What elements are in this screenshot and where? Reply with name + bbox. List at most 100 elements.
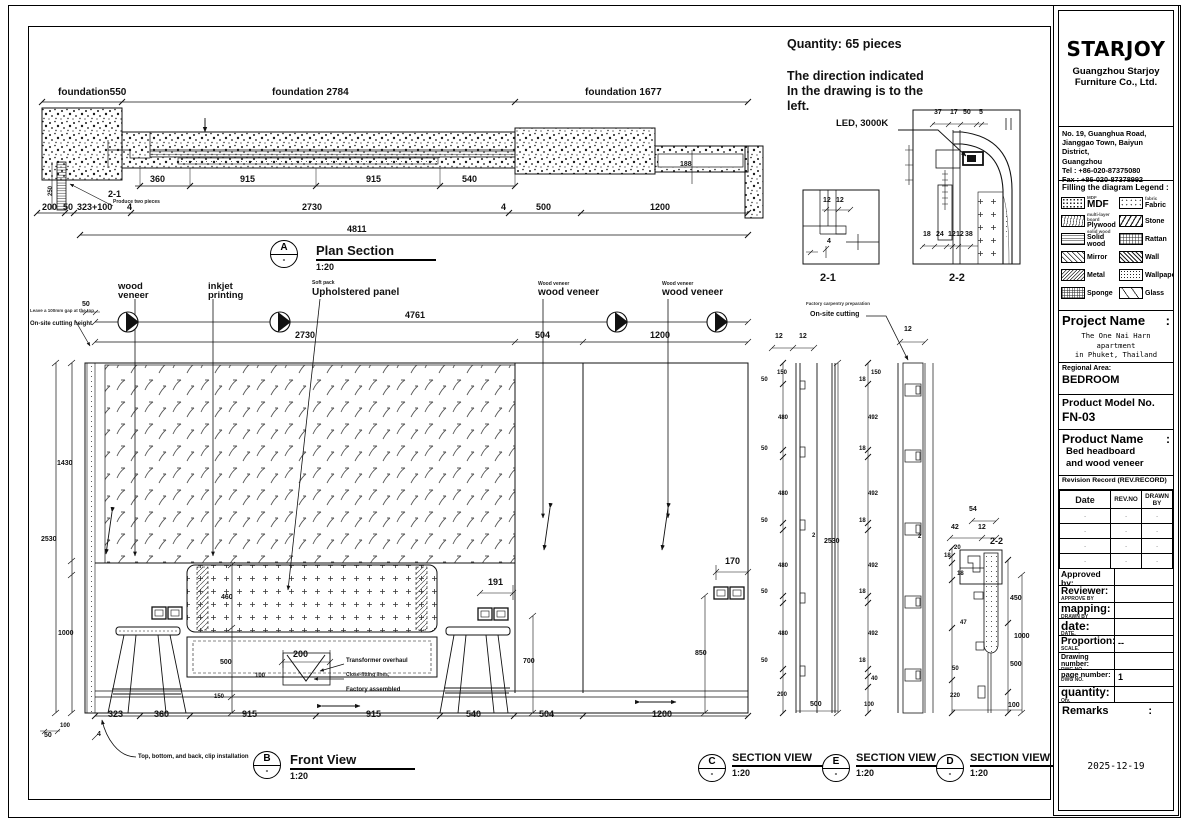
bubble-letter: D [937, 755, 963, 769]
rev-row: · · · [1059, 538, 1173, 554]
dim-label: 450 [1010, 595, 1022, 602]
legend-item-metal: Metal [1061, 266, 1119, 284]
rattan-swatch-icon [1119, 233, 1143, 245]
dim-label: 150 [214, 694, 225, 700]
starjoy-logo: STARJOY [1066, 37, 1166, 61]
dim-label: 500 [810, 701, 822, 708]
legend-name: Metal [1087, 271, 1105, 279]
colon: : [1165, 313, 1170, 328]
revision-record-text: Revision Record (REV.RECORD) [1062, 477, 1167, 484]
product-name-value-line2: and wood veneer [1066, 458, 1144, 470]
dim-label: 1200 [652, 709, 673, 719]
front-view-drawing [40, 298, 752, 758]
info-label: page number: [1061, 669, 1111, 679]
fabric-swatch-icon [1119, 197, 1143, 209]
dim-label: 12 [775, 333, 783, 340]
project-name-label: Project Name [1062, 313, 1146, 328]
material-callout: wood veneer [538, 287, 600, 298]
dim-label: 12 [956, 231, 964, 238]
remarks-section: Remarks : 2025-12-19 [1059, 703, 1173, 810]
dim-label: 2530 [824, 538, 840, 545]
dim-label: 500 [536, 202, 552, 212]
tel: Tel : +86-020-87375080 [1062, 165, 1141, 175]
info-sublabel: DWG NO. [1061, 667, 1114, 668]
info-row-page-number: page number:DWG NO. 1 [1059, 669, 1173, 687]
rev-cell: · [1110, 523, 1142, 539]
legend-item-wall: Wall [1119, 248, 1173, 266]
dim-label: 50 [761, 518, 768, 524]
dim-label: 850 [695, 650, 707, 657]
plan-section-drawing [33, 98, 764, 239]
remarks-label: Remarks [1062, 705, 1109, 718]
dim-label: 12 [799, 333, 807, 340]
rev-cell: · [1059, 538, 1111, 554]
product-model-value: FN-03 [1062, 410, 1096, 424]
dim-label: 188 [680, 161, 692, 168]
dim-label: 915 [240, 174, 256, 184]
plywood-swatch-icon [1061, 215, 1085, 227]
rev-cell: · [1141, 553, 1173, 569]
info-value [1115, 586, 1173, 602]
rev-cell: · [1141, 508, 1173, 524]
dim-label: 50 [952, 666, 959, 672]
dim-label: 290 [777, 692, 788, 698]
dim-label: 480 [778, 631, 789, 637]
factory-assembled-note: Factory assembled [346, 687, 401, 693]
rev-cell: · [1110, 508, 1142, 524]
colon: : [1148, 705, 1152, 718]
info-row-proportion: Proportion:SCALE. -- [1059, 636, 1173, 653]
dim-label: 18 [859, 446, 866, 452]
dim-label: 5 [979, 109, 983, 116]
dim-label: 700 [523, 658, 535, 665]
view-scale: 1:20 [290, 770, 309, 781]
view-bubble-section-c: C - [698, 754, 726, 782]
rev-cell: · [1141, 523, 1173, 539]
regional-area-value: BEDROOM [1062, 374, 1120, 386]
info-label: Proportion: [1061, 636, 1115, 648]
dim-label: 915 [366, 174, 382, 184]
project-name-section: Project Name : The One Nai Harn apartmen… [1059, 311, 1173, 363]
transformer-note: Transformer overhaul [346, 658, 408, 664]
rev-row: · · · [1059, 508, 1173, 524]
view-scale: 1:20 [856, 767, 875, 778]
view-scale: 1:20 [316, 261, 335, 272]
dim-label: 18 [859, 658, 866, 664]
legend-name: Glass [1145, 289, 1165, 297]
info-label: quantity: [1061, 686, 1110, 699]
metal-swatch-icon [1061, 269, 1085, 281]
rev-row: · · · [1059, 553, 1173, 569]
elevation-marker [117, 311, 728, 333]
produce-note: Produce two pieces [113, 199, 160, 205]
rev-col-date: Date [1059, 490, 1111, 509]
material-callout: Upholstered panel [312, 287, 400, 298]
legend-sub: fabric [1145, 196, 1158, 202]
rev-cell: · [1110, 553, 1142, 569]
dim-label: 2 [918, 534, 922, 540]
info-sublabel: APPROVE BY [1061, 595, 1094, 602]
dim-label: 12 [823, 197, 831, 204]
view-title-section-c: SECTION VIEW 1:20 [732, 752, 824, 778]
dim-label: 492 [868, 631, 879, 637]
dim-label: 18 [923, 231, 931, 238]
product-name-section: Product Name : Bed headboard and wood ve… [1059, 430, 1173, 476]
info-value: -- [1118, 638, 1124, 649]
view-bubble-plan: A - [270, 240, 298, 268]
info-label: Reviewer: [1061, 585, 1109, 597]
material-callout: wood veneer [662, 287, 724, 298]
colon: : [1166, 432, 1170, 446]
info-value [1115, 687, 1173, 703]
dim-label: 12 [836, 197, 844, 204]
glass-swatch-icon [1119, 287, 1143, 299]
dim-label: 18 [957, 571, 964, 577]
legend-name: Wall [1145, 253, 1160, 261]
info-sublabel: DRAWN BY [1061, 613, 1089, 619]
view-title-section-e: SECTION VIEW 1:20 [856, 752, 948, 778]
stone-swatch-icon [1119, 215, 1143, 227]
view-title-text: SECTION VIEW [856, 752, 937, 764]
led-label: LED, 3000K [836, 118, 889, 129]
dim-label: 323 [108, 709, 124, 719]
dim-label: 492 [868, 415, 879, 421]
